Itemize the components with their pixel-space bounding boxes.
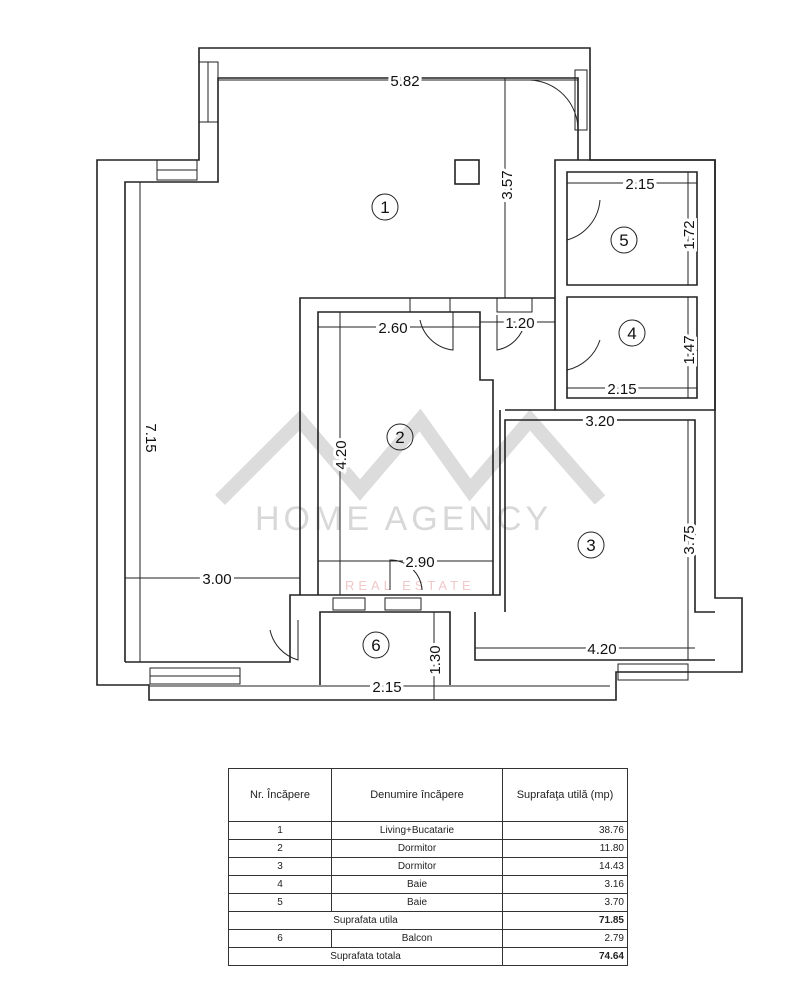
- cell-area: 38.76: [502, 821, 628, 840]
- dim-label: 3.00: [202, 571, 231, 588]
- cell-area: 2.79: [502, 929, 628, 948]
- dimension-lines: [125, 78, 697, 700]
- dimension-labels: 5.82 3.57 7.15 2.15 1.72 2.60 1.20 1.47 …: [139, 70, 701, 699]
- room-number: 4: [627, 324, 636, 343]
- subtotal-label: Suprafata utila: [228, 911, 503, 930]
- cell-nr: 2: [228, 839, 332, 858]
- table-header: Nr. Încăpere Denumire încăpere Suprafaţa…: [228, 768, 628, 822]
- cell-name: Baie: [331, 875, 503, 894]
- dim-label: 2.90: [405, 554, 434, 571]
- room-number: 6: [371, 636, 380, 655]
- cell-nr: 5: [228, 893, 332, 912]
- cell-area: 11.80: [502, 839, 628, 858]
- doors: [269, 79, 601, 661]
- cell-nr: 6: [228, 929, 332, 948]
- dim-label: 3.57: [499, 170, 516, 199]
- cell-name: Living+Bucatarie: [331, 821, 503, 840]
- header-nr: Nr. Încăpere: [228, 768, 332, 822]
- room-number: 5: [619, 231, 628, 250]
- cell-area: 3.16: [502, 875, 628, 894]
- dim-label: 2.15: [372, 679, 401, 696]
- cell-name: Balcon: [331, 929, 503, 948]
- watermark-sub: REAL ESTATE: [345, 578, 475, 593]
- cell-area: 14.43: [502, 857, 628, 876]
- windows: [149, 61, 689, 685]
- dim-label: 5.82: [390, 73, 419, 90]
- dim-label: 3.20: [585, 413, 614, 430]
- cell-name: Baie: [331, 893, 503, 912]
- subtotal-area: 71.85: [502, 911, 628, 930]
- dim-label: 3.75: [681, 525, 698, 554]
- dim-label: 1.47: [681, 335, 698, 364]
- dim-label: 2.60: [378, 320, 407, 337]
- room-number: 1: [380, 198, 389, 217]
- dim-label: 2.15: [625, 176, 654, 193]
- walls: [96, 47, 743, 701]
- cell-name: Dormitor: [331, 857, 503, 876]
- dim-label: 4.20: [333, 440, 350, 469]
- dim-label: 2.15: [607, 381, 636, 398]
- floor-plan: HOME AGENCY REAL ESTATE: [96, 47, 743, 701]
- dim-label: 1.20: [505, 315, 534, 332]
- dim-label: 1.72: [681, 220, 698, 249]
- room-number: 2: [395, 428, 404, 447]
- cell-nr: 4: [228, 875, 332, 894]
- dim-label: 4.20: [587, 641, 616, 658]
- cell-nr: 3: [228, 857, 332, 876]
- cell-area: 3.70: [502, 893, 628, 912]
- total-label: Suprafata totala: [228, 947, 503, 966]
- cell-nr: 1: [228, 821, 332, 840]
- header-area: Suprafaţa utilă (mp): [502, 768, 628, 822]
- dim-label: 7.15: [142, 423, 159, 452]
- cell-name: Dormitor: [331, 839, 503, 858]
- dim-label: 1.30: [427, 645, 444, 674]
- header-name: Denumire încăpere: [331, 768, 503, 822]
- total-area: 74.64: [502, 947, 628, 966]
- area-table: Nr. Încăpere Denumire încăpere Suprafaţa…: [228, 768, 628, 966]
- room-number: 3: [586, 536, 595, 555]
- room-numbers: 1 2 3 4 5 6: [362, 193, 646, 659]
